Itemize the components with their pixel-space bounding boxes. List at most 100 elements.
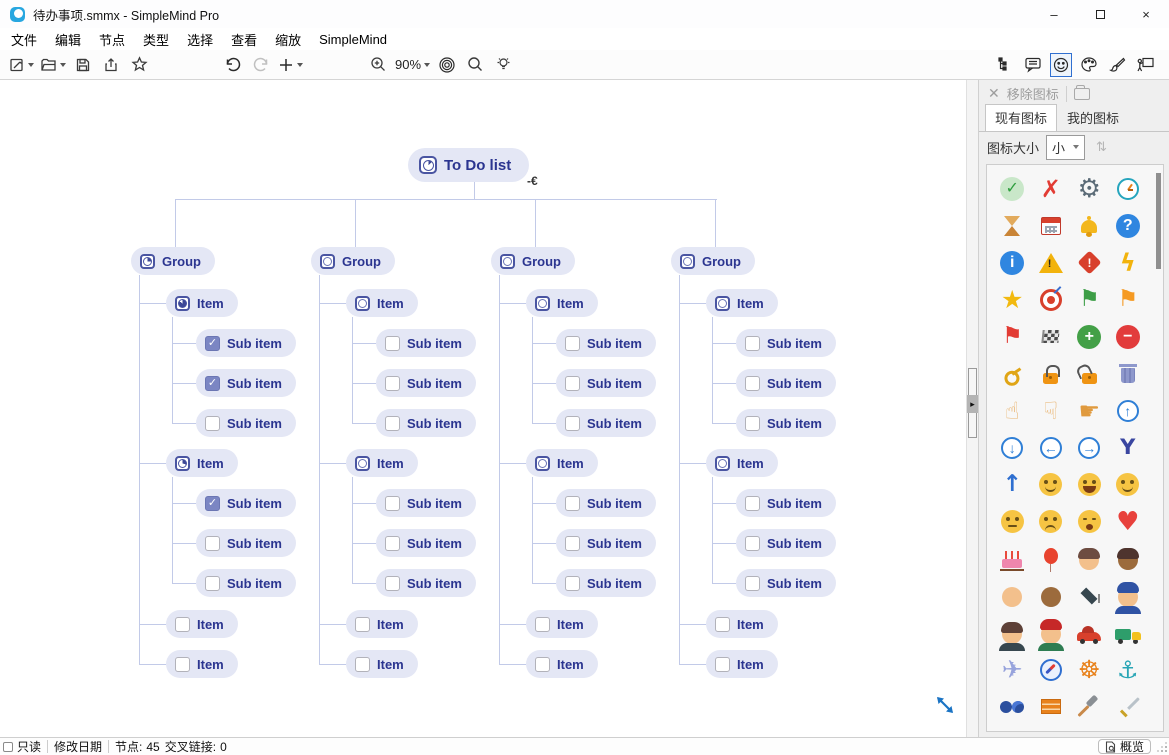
checkbox-icon[interactable] bbox=[745, 495, 760, 511]
icon-cell-crying-face[interactable] bbox=[1070, 503, 1109, 540]
icon-cell-arrow-up-circle[interactable]: ↑ bbox=[1109, 392, 1148, 429]
checkbox-icon[interactable] bbox=[385, 575, 400, 591]
icon-cell-airplane[interactable]: ✈ bbox=[993, 651, 1032, 688]
icon-cell-graduation-cap[interactable] bbox=[1070, 577, 1109, 614]
icon-cell-information[interactable]: i bbox=[993, 244, 1032, 281]
outline-view-button[interactable] bbox=[994, 53, 1016, 77]
overview-button[interactable]: 概览 bbox=[1097, 739, 1151, 754]
mindmap-node-sub-item[interactable]: Sub item bbox=[376, 489, 476, 517]
checkbox-icon[interactable] bbox=[385, 375, 400, 391]
icon-cell-key[interactable] bbox=[993, 355, 1032, 392]
icon-cell-heart[interactable]: ♥ bbox=[1109, 503, 1148, 540]
icon-cell-plus[interactable]: + bbox=[1070, 318, 1109, 355]
icon-cell-woman-dark-skin[interactable] bbox=[1032, 577, 1071, 614]
icon-cell-balloon[interactable] bbox=[1032, 540, 1071, 577]
mindmap-node-sub-item[interactable]: Sub item bbox=[736, 369, 836, 397]
checkbox-icon[interactable] bbox=[385, 335, 400, 351]
mindmap-node-group[interactable]: Group bbox=[311, 247, 395, 275]
mindmap-node-sub-item[interactable]: Sub item bbox=[736, 569, 836, 597]
zoom-in-button[interactable] bbox=[367, 53, 389, 77]
checkbox-icon[interactable] bbox=[385, 535, 400, 551]
notes-button[interactable] bbox=[1022, 53, 1044, 77]
icon-cell-hourglass[interactable] bbox=[993, 207, 1032, 244]
icon-cell-lightning[interactable]: ϟ bbox=[1109, 244, 1148, 281]
format-painter-button[interactable] bbox=[1106, 53, 1128, 77]
checkbox-icon[interactable] bbox=[205, 575, 220, 591]
menu-item-type[interactable]: 类型 bbox=[143, 32, 170, 48]
mindmap-node-sub-item[interactable]: Sub item bbox=[556, 489, 656, 517]
center-map-button[interactable] bbox=[436, 53, 458, 77]
menu-item-simplemind[interactable]: SimpleMind bbox=[319, 31, 388, 47]
modified-date-label[interactable]: 修改日期 bbox=[54, 740, 103, 754]
icon-cell-red-flag[interactable]: ⚑ bbox=[993, 318, 1032, 355]
icon-cell-frowning-face[interactable] bbox=[1032, 503, 1071, 540]
panel-collapse-handle[interactable]: ▸ bbox=[967, 395, 978, 413]
checkbox-icon[interactable] bbox=[385, 415, 400, 431]
checkbox-icon[interactable] bbox=[355, 616, 370, 632]
icon-grid-scrollbar-thumb[interactable] bbox=[1156, 173, 1161, 269]
icon-cell-minus[interactable]: − bbox=[1109, 318, 1148, 355]
icon-cell-exclamation[interactable]: ! bbox=[1070, 244, 1109, 281]
icon-cell-hammer[interactable] bbox=[1070, 688, 1109, 725]
search-button[interactable] bbox=[464, 53, 486, 77]
tab-my-icons[interactable]: 我的图标 bbox=[1067, 111, 1120, 126]
mindmap-node-sub-item[interactable]: ✓Sub item bbox=[196, 369, 296, 397]
checkbox-icon[interactable] bbox=[745, 575, 760, 591]
mindmap-node-sub-item[interactable]: Sub item bbox=[376, 409, 476, 437]
mindmap-node-item[interactable]: Item bbox=[166, 449, 238, 477]
mindmap-node-sub-item[interactable]: Sub item bbox=[376, 529, 476, 557]
icon-cell-car[interactable] bbox=[1070, 614, 1109, 651]
icon-cell-warning[interactable]: ! bbox=[1032, 244, 1071, 281]
open-icon-folder-icon[interactable] bbox=[1073, 84, 1090, 100]
icon-cell-handshake[interactable]: ☛ bbox=[1070, 392, 1109, 429]
icon-cell-lock-open[interactable] bbox=[1070, 355, 1109, 392]
mindmap-node-item[interactable]: Item bbox=[166, 289, 238, 317]
mindmap-node-sub-item[interactable]: Sub item bbox=[196, 529, 296, 557]
icon-cell-bell[interactable] bbox=[1070, 207, 1109, 244]
icons-panel-button[interactable] bbox=[1050, 52, 1072, 77]
sort-icons-icon[interactable]: ⇅ bbox=[1096, 139, 1107, 154]
icon-cell-sword[interactable] bbox=[1109, 688, 1148, 725]
mindmap-node-sub-item[interactable]: Sub item bbox=[736, 409, 836, 437]
mindmap-node-sub-item[interactable]: Sub item bbox=[376, 569, 476, 597]
checkbox-icon[interactable] bbox=[535, 656, 550, 672]
icon-cell-calendar[interactable] bbox=[1032, 207, 1071, 244]
mindmap-node-sub-item[interactable]: Sub item bbox=[736, 489, 836, 517]
menu-item-zoom[interactable]: 缩放 bbox=[275, 32, 302, 48]
icon-cell-orange-flag[interactable]: ⚑ bbox=[1109, 281, 1148, 318]
icon-cell-construction-worker[interactable] bbox=[1032, 614, 1071, 651]
icon-cell-thumbs-down[interactable]: ☟ bbox=[1032, 392, 1071, 429]
icon-cell-birthday-cake[interactable] bbox=[993, 540, 1032, 577]
mindmap-node-item[interactable]: Item bbox=[526, 610, 598, 638]
icon-cell-star[interactable]: ★ bbox=[993, 281, 1032, 318]
mindmap-node-group[interactable]: Group bbox=[671, 247, 755, 275]
new-document-button[interactable] bbox=[9, 53, 34, 77]
icon-cell-smiley-face[interactable] bbox=[1032, 466, 1071, 503]
checkbox-icon[interactable] bbox=[385, 495, 400, 511]
minimize-icon[interactable]: – bbox=[1050, 6, 1058, 22]
maximize-icon[interactable] bbox=[1077, 0, 1123, 28]
add-node-button[interactable] bbox=[278, 53, 303, 77]
readonly-checkbox[interactable] bbox=[3, 741, 13, 752]
icon-cell-check-mark[interactable]: ✓ bbox=[993, 170, 1032, 207]
checkbox-icon[interactable] bbox=[565, 575, 580, 591]
icon-cell-cross-mark[interactable]: ✗ bbox=[1032, 170, 1071, 207]
icon-cell-target[interactable] bbox=[1032, 281, 1071, 318]
icon-cell-clock[interactable] bbox=[1109, 170, 1148, 207]
checkbox-icon[interactable]: ✓ bbox=[205, 495, 220, 511]
icon-cell-trash[interactable] bbox=[1109, 355, 1148, 392]
checkbox-icon[interactable] bbox=[175, 616, 190, 632]
share-button[interactable] bbox=[100, 53, 122, 77]
collapse-handle[interactable]: -€ bbox=[527, 174, 538, 188]
checkbox-icon[interactable] bbox=[565, 335, 580, 351]
menu-item-node[interactable]: 节点 bbox=[99, 32, 126, 48]
checkbox-icon[interactable] bbox=[535, 616, 550, 632]
icon-cell-lock-closed[interactable] bbox=[1032, 355, 1071, 392]
mindmap-node-item[interactable]: Item bbox=[706, 289, 778, 317]
icon-cell-gear[interactable]: ⚙ bbox=[1070, 170, 1109, 207]
icon-cell-checkered-flag[interactable] bbox=[1032, 318, 1071, 355]
icon-cell-green-flag[interactable]: ⚑ bbox=[1070, 281, 1109, 318]
open-file-button[interactable] bbox=[40, 53, 66, 77]
icon-cell-boy-face-dark-skin[interactable] bbox=[1109, 540, 1148, 577]
